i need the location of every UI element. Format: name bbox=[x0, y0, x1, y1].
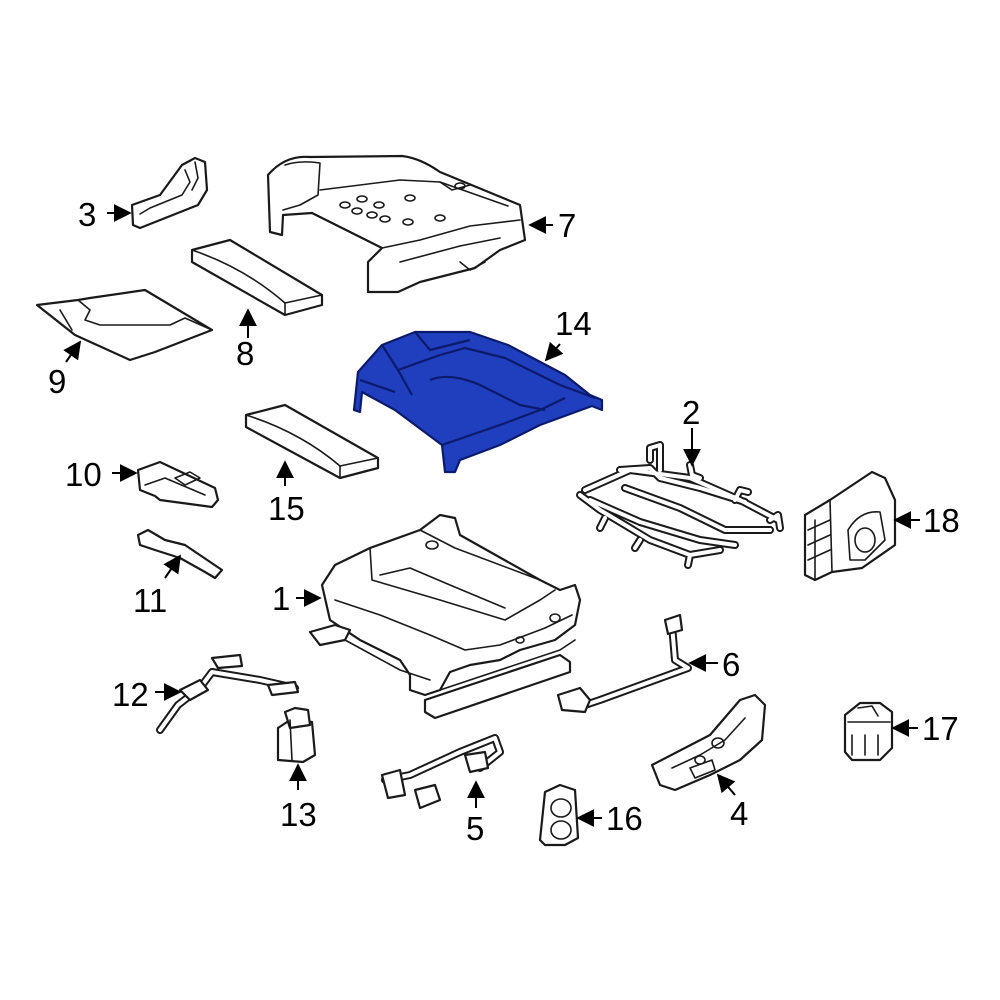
part-9-heating-mat[interactable] bbox=[35, 288, 214, 362]
callout-1[interactable]: 1 bbox=[272, 580, 290, 617]
callout-3[interactable]: 3 bbox=[78, 196, 96, 233]
callout-17[interactable]: 17 bbox=[922, 710, 959, 747]
part-13-connector[interactable] bbox=[276, 706, 317, 764]
part-2-spring-assembly[interactable] bbox=[576, 441, 784, 569]
callout-12[interactable]: 12 bbox=[112, 676, 149, 713]
callout-4[interactable]: 4 bbox=[730, 795, 748, 832]
callout-9[interactable]: 9 bbox=[48, 363, 66, 400]
cushion-fill bbox=[352, 330, 604, 474]
callout-6[interactable]: 6 bbox=[722, 646, 740, 683]
callout-labels: 3 7 8 9 14 2 15 10 18 11 1 6 12 17 13 5 … bbox=[48, 196, 960, 847]
callout-5[interactable]: 5 bbox=[466, 810, 484, 847]
part-16-switch[interactable] bbox=[538, 783, 580, 847]
part-4-side-cover[interactable] bbox=[650, 693, 767, 792]
callout-18[interactable]: 18 bbox=[923, 502, 960, 539]
part-3-side-trim[interactable] bbox=[130, 156, 209, 230]
part-1-seat-frame[interactable] bbox=[308, 513, 582, 720]
callout-11[interactable]: 11 bbox=[133, 582, 167, 619]
part-10-module[interactable] bbox=[136, 460, 220, 509]
part-8-foam-pad[interactable] bbox=[190, 238, 324, 317]
part-11-bracket[interactable] bbox=[136, 528, 224, 580]
part-18-control-module[interactable] bbox=[803, 470, 897, 582]
callout-16[interactable]: 16 bbox=[606, 800, 643, 837]
callout-8[interactable]: 8 bbox=[236, 335, 254, 372]
leader-lines bbox=[63, 204, 920, 827]
callout-10[interactable]: 10 bbox=[65, 456, 102, 493]
callout-13[interactable]: 13 bbox=[280, 796, 317, 833]
part-7-cushion-cover[interactable] bbox=[266, 154, 527, 294]
part-6-cable[interactable] bbox=[556, 613, 692, 714]
part-5-harness[interactable] bbox=[380, 734, 504, 810]
callout-7[interactable]: 7 bbox=[558, 207, 576, 244]
callout-14[interactable]: 14 bbox=[555, 305, 592, 342]
callout-15[interactable]: 15 bbox=[268, 490, 305, 527]
part-14-seat-cushion-highlighted[interactable] bbox=[352, 330, 604, 474]
part-17-switch[interactable] bbox=[843, 701, 894, 762]
part-12-harness[interactable] bbox=[156, 653, 300, 734]
callout-2[interactable]: 2 bbox=[682, 394, 700, 431]
part-15-foam-pad[interactable] bbox=[244, 403, 380, 480]
